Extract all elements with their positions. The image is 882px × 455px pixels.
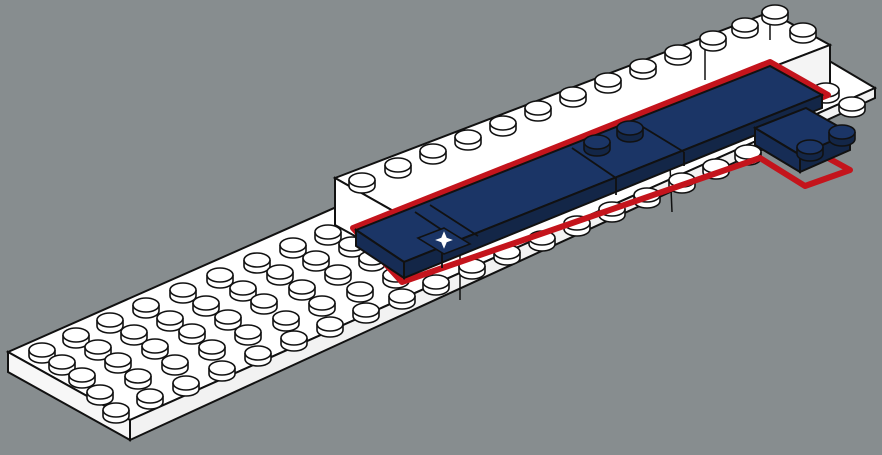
star-icon bbox=[435, 231, 453, 249]
new-parts-highlight bbox=[350, 59, 856, 285]
navy-plate-corner-left bbox=[754, 126, 801, 174]
navy-tile-left-face bbox=[355, 228, 405, 280]
highlight-outline bbox=[350, 59, 853, 285]
